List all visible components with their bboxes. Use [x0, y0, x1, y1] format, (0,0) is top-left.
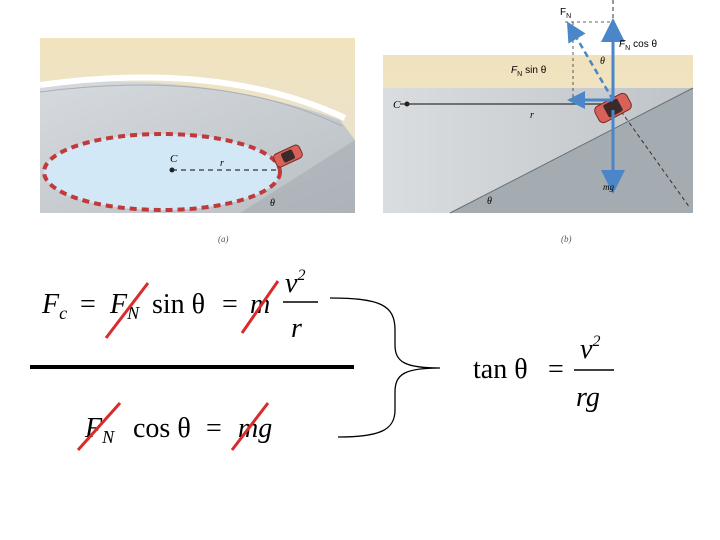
center-point-a [169, 167, 175, 173]
strike-m-1 [240, 280, 280, 334]
angle-label-b: θ [487, 196, 492, 207]
slope-edge-b [449, 87, 694, 214]
angle-top-label: θ [600, 56, 605, 67]
eq1-sin: sin θ [152, 289, 205, 320]
flat-center [44, 134, 280, 210]
equation-1: Fc = FN sin θ = m v2 r [41, 267, 318, 344]
result-equals: = [548, 354, 564, 385]
angle-label-a: θ [270, 198, 275, 209]
center-label-b: C [393, 99, 401, 111]
strike-fn-1 [104, 282, 150, 339]
caption-b: (b) [561, 234, 572, 244]
combining-brace [329, 297, 441, 438]
weight-label: mg [603, 182, 614, 192]
slope-wedge [240, 140, 355, 213]
figure-a: C r θ (a) [39, 38, 355, 244]
eq2-equals: = [206, 413, 222, 444]
track-rim-edge [39, 84, 343, 127]
eq2-fn: FN [84, 413, 115, 447]
car-a [273, 144, 303, 168]
strike-fn-2 [76, 402, 122, 451]
normal-force-arrow [566, 21, 615, 101]
radius-label-b: r [530, 110, 534, 121]
eq1-numerator: v2 [285, 267, 305, 299]
eq1-fn: FN [109, 289, 140, 323]
track-rim [39, 74, 347, 121]
center-label-a: C [170, 153, 178, 165]
car-b [594, 92, 632, 124]
eq1-equals-2: = [222, 289, 238, 320]
result-equation: tan θ = v2 rg [473, 333, 614, 413]
result-denominator: rg [576, 382, 600, 413]
result-numerator: v2 [580, 333, 600, 365]
fn-label: FN [560, 7, 571, 20]
normal-guide [612, 99, 691, 209]
caption-a: (a) [218, 234, 229, 244]
circular-path [42, 132, 282, 212]
radius-label-a: r [220, 158, 224, 169]
eq1-equals: = [80, 289, 96, 320]
eq2-cos: cos θ [133, 413, 191, 444]
eq1-fc: Fc [41, 289, 67, 323]
strike-m-2 [230, 402, 270, 451]
center-point-b [404, 101, 410, 107]
eq1-denominator: r [291, 313, 302, 344]
result-tan: tan θ [473, 354, 528, 385]
equation-2: FN cos θ = mg [76, 402, 272, 451]
